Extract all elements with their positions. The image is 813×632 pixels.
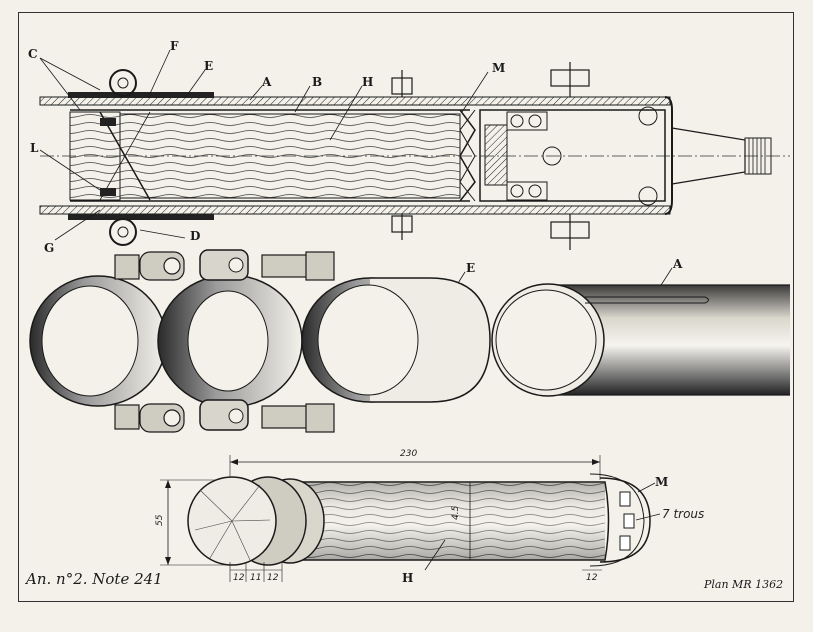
dim-holes: 12 (586, 573, 598, 583)
dim-diameter: 55 (155, 514, 165, 526)
drawing-frame (18, 12, 794, 602)
label-g: G (44, 241, 54, 255)
label-e-mid: E (466, 261, 475, 275)
label-a-top: A (261, 75, 272, 89)
dim-seg1: 12 (233, 573, 245, 583)
label-d: D (190, 229, 200, 243)
dim-inner: 4.5 (451, 505, 461, 520)
section-view (39, 62, 790, 250)
label-a-mid: A (672, 257, 683, 271)
label-c: C (28, 47, 38, 61)
label-h-top: H (362, 75, 373, 89)
label-l: L (30, 141, 39, 155)
holes-note: 7 trous (662, 507, 704, 521)
exploded-view (29, 249, 790, 433)
label-f: F (170, 39, 179, 53)
label-m-top: M (492, 61, 505, 75)
footer-note: An. n°2. Note 241 (26, 570, 163, 588)
label-m-bot: M (655, 475, 668, 489)
plan-number: Plan MR 1362 (704, 578, 784, 591)
dim-length: 230 (400, 449, 417, 459)
label-e-top: E (204, 59, 213, 73)
dim-seg3: 12 (267, 573, 279, 583)
dim-seg2: 11 (250, 573, 261, 583)
core-view (160, 455, 661, 582)
label-h-bot: H (402, 571, 413, 585)
label-b: B (312, 75, 322, 89)
